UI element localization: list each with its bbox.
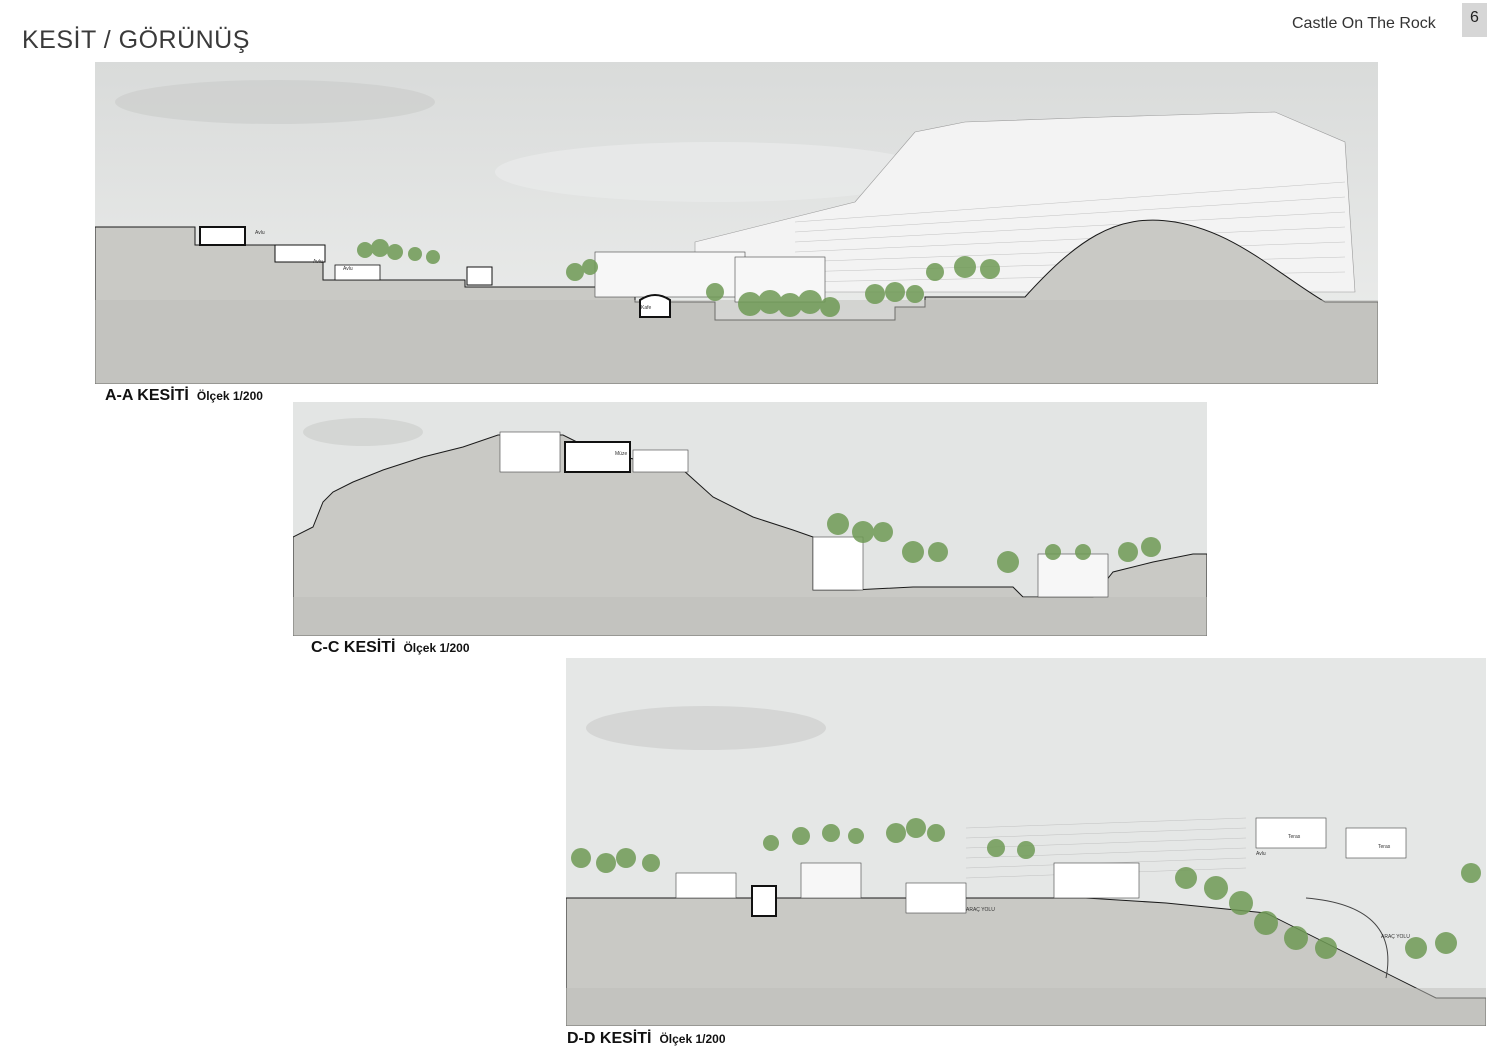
section-aa-svg: Kafe Avlu Avlu Avlu	[95, 62, 1378, 384]
label-avlu: Avlu	[1256, 851, 1266, 857]
building-terrace-2	[1345, 827, 1407, 859]
road-curve	[1305, 897, 1389, 979]
building-5	[1053, 862, 1140, 899]
building-museum	[564, 441, 631, 473]
building-2	[751, 885, 777, 917]
cloud	[115, 80, 435, 124]
page-title: KESİT / GÖRÜNÜŞ	[22, 26, 250, 54]
building-1	[675, 872, 737, 899]
section-aa-title: A-A KESİTİ	[105, 387, 189, 404]
section-aa-drawing: Kafe Avlu Avlu Avlu	[95, 62, 1378, 384]
trees	[827, 513, 1161, 573]
page-number: 6	[1462, 3, 1487, 37]
section-cc-title: C-C KESİTİ	[311, 639, 396, 656]
building-lower-2	[1037, 553, 1109, 598]
trees	[357, 239, 1000, 317]
ground-section	[293, 434, 1207, 636]
section-cc-scale: Ölçek 1/200	[403, 641, 470, 655]
cloud	[586, 706, 826, 750]
building-lower-1	[812, 536, 864, 591]
label-avlu: Avlu	[343, 266, 353, 272]
section-dd-scale: Ölçek 1/200	[659, 1032, 726, 1046]
section-aa-scale: Ölçek 1/200	[196, 389, 263, 403]
label-kafe: Kafe	[641, 305, 652, 311]
section-aa-caption: A-A KESİTİ Ölçek 1/200	[105, 387, 263, 405]
label-arac-yolu: ARAÇ YOLU	[966, 907, 995, 913]
trees	[571, 818, 1481, 959]
building-avlu-1	[274, 244, 326, 263]
label-muze: Müze	[615, 451, 627, 457]
label-avlu: Avlu	[255, 230, 265, 236]
label-avlu: Avlu	[313, 259, 323, 265]
label-arac-yolu: ARAÇ YOLU	[1381, 934, 1410, 940]
ground-lower-band	[293, 597, 1207, 636]
cloud	[495, 142, 935, 202]
section-cc-caption: C-C KESİTİ Ölçek 1/200	[311, 639, 470, 657]
section-dd-drawing: ARAÇ YOLU ARAÇ YOLU Teras Teras Avlu	[566, 658, 1486, 1026]
building-small	[466, 266, 493, 286]
label-teras: Teras	[1288, 834, 1301, 840]
building-top-3	[632, 449, 689, 473]
section-dd-caption: D-D KESİTİ Ölçek 1/200	[567, 1030, 726, 1048]
building-3	[800, 862, 862, 899]
label-teras: Teras	[1378, 844, 1391, 850]
building-avlu-2	[334, 264, 381, 281]
ground-lower-band	[566, 988, 1486, 1026]
ground-lower-band	[95, 300, 1378, 384]
section-cc-drawing: Müze	[293, 402, 1207, 636]
building-top-1	[499, 431, 561, 473]
section-cc-svg: Müze	[293, 402, 1207, 636]
section-dd-svg: ARAÇ YOLU ARAÇ YOLU Teras Teras Avlu	[566, 658, 1486, 1026]
section-dd-title: D-D KESİTİ	[567, 1030, 652, 1047]
building-4	[905, 882, 967, 914]
cloud	[303, 418, 423, 446]
building-upper	[199, 226, 246, 246]
project-name: Castle On The Rock	[1292, 15, 1436, 32]
building-terrace-1	[1255, 817, 1327, 849]
building-kafe	[639, 294, 671, 318]
